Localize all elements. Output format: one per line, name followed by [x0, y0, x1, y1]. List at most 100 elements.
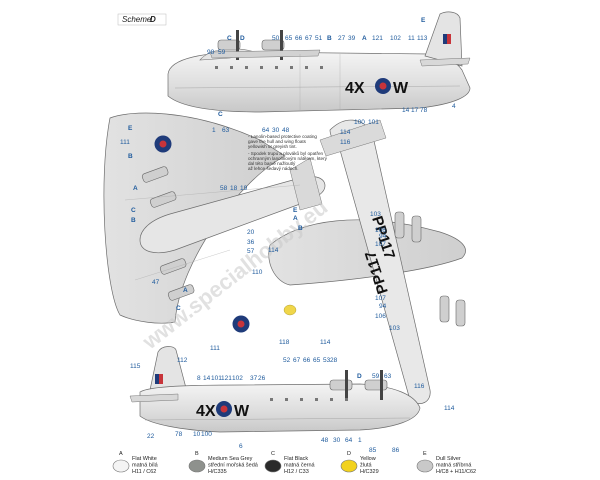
callout-label: 114: [340, 129, 351, 136]
callout-label: 85: [369, 447, 377, 454]
callout-label: E: [421, 17, 426, 24]
callout-label: 112: [177, 357, 188, 364]
callout-label: 11: [408, 35, 415, 42]
callout-label: 103: [389, 325, 400, 332]
legend-letter: E: [423, 451, 427, 457]
callout-label: 78: [420, 107, 428, 114]
callout-label: 14: [203, 375, 211, 382]
callout-label: 94: [379, 233, 387, 240]
legend-text-l2: střední mořská šedá: [208, 463, 259, 469]
callout-label: 114: [268, 247, 279, 254]
callout-label: A: [293, 215, 298, 222]
fin-flash-red: [447, 34, 451, 44]
callout-label: 106: [375, 313, 386, 320]
callout-label: 111: [120, 139, 130, 146]
legend-swatch: [416, 459, 434, 473]
callout-label: 66: [303, 357, 311, 364]
legend-swatch: [188, 459, 206, 473]
callout-label: 30: [333, 437, 341, 444]
callout-label: 113: [417, 35, 428, 42]
scheme-letter: D: [150, 15, 156, 24]
callout-label: 59: [372, 373, 380, 380]
legend-text-l3: H11 / C62: [132, 469, 156, 475]
callout-label: 19: [240, 185, 248, 192]
callout-label: 17: [411, 107, 419, 114]
code-bottom-right: W: [234, 403, 250, 420]
callout-label: 101: [211, 375, 222, 382]
callout-label: A: [133, 185, 138, 192]
code-top-left: 4X: [345, 80, 365, 97]
callout-label: 22: [147, 433, 155, 440]
code-bottom-left: 4X: [196, 403, 216, 420]
callout-label: 18: [230, 185, 238, 192]
callout-label: 58: [220, 185, 228, 192]
side-view-bottom: 4X W: [129, 346, 421, 433]
callout-label: 47: [152, 279, 160, 286]
legend-letter: C: [271, 451, 275, 457]
callout-label: 116: [414, 383, 425, 390]
fin-flash-blue: [443, 34, 447, 44]
legend-text-l3: H/C8 + H11/C62: [436, 469, 476, 475]
callout-label: 30: [272, 127, 280, 134]
callout-label: 28: [330, 357, 338, 364]
callout-label: C: [176, 305, 181, 312]
legend-swatch: [264, 459, 282, 473]
callout-label: 27: [338, 35, 346, 42]
callout-label: B: [327, 35, 332, 42]
legend-text-l2: matná černá: [284, 463, 316, 469]
plan-view-under: PP117 PP117: [268, 119, 466, 404]
code-top-right: W: [393, 80, 409, 97]
plan-view-top: [103, 112, 326, 333]
callout-label: 78: [175, 431, 183, 438]
callout-label: 86: [392, 447, 400, 454]
callout-label: 48: [321, 437, 329, 444]
callout-label: 20: [247, 229, 255, 236]
side-view-top: 4X W: [167, 11, 471, 113]
callout-label: 6: [239, 443, 243, 450]
callout-label: 64: [262, 127, 270, 134]
callout-label: 14: [402, 107, 410, 114]
legend-swatch: [112, 459, 130, 473]
svg-text:až lehce šedavý nádech.: až lehce šedavý nádech.: [248, 166, 299, 171]
callout-label: 64: [345, 437, 353, 444]
callout-label: 65: [285, 35, 293, 42]
callout-label: 94: [379, 303, 387, 310]
callout-label: E: [128, 125, 133, 132]
callout-label: 1: [212, 127, 216, 134]
callout-label: D: [357, 373, 362, 380]
legend-text-l3: H/C329: [360, 469, 379, 475]
callout-label: 1: [358, 437, 362, 444]
callout-label: 102: [390, 35, 401, 42]
svg-text:ochranným lanolinovým nátěrem,: ochranným lanolinovým nátěrem, který: [248, 156, 328, 161]
legend-letter: A: [119, 451, 123, 457]
legend-text-l1: Medium Sea Grey: [208, 456, 253, 462]
callout-label: 48: [282, 127, 290, 134]
legend-text-l2: žlutá: [360, 463, 373, 469]
callout-label: 67: [305, 35, 313, 42]
callout-label: E: [293, 207, 298, 214]
callout-label: 26: [258, 375, 266, 382]
callout-label: 36: [247, 239, 255, 246]
legend-text-l1: Flat White: [132, 456, 157, 462]
callout-label: 67: [293, 357, 301, 364]
callout-label: 52: [283, 357, 291, 364]
legend-swatch: [340, 459, 358, 473]
callout-label: 116: [340, 139, 351, 146]
callout-label: 106: [375, 227, 386, 234]
callout-label: 63: [384, 373, 392, 380]
callout-label: 103: [370, 211, 381, 218]
callout-label: 51: [315, 35, 323, 42]
svg-text:yellowish or greyish tint.: yellowish or greyish tint.: [248, 144, 297, 149]
callout-label: 114: [320, 339, 331, 346]
callout-label: B: [128, 153, 133, 160]
svg-text:- Lanolin-based protective coa: - Lanolin-based protective coating: [248, 134, 317, 139]
callout-label: 102: [232, 375, 243, 382]
